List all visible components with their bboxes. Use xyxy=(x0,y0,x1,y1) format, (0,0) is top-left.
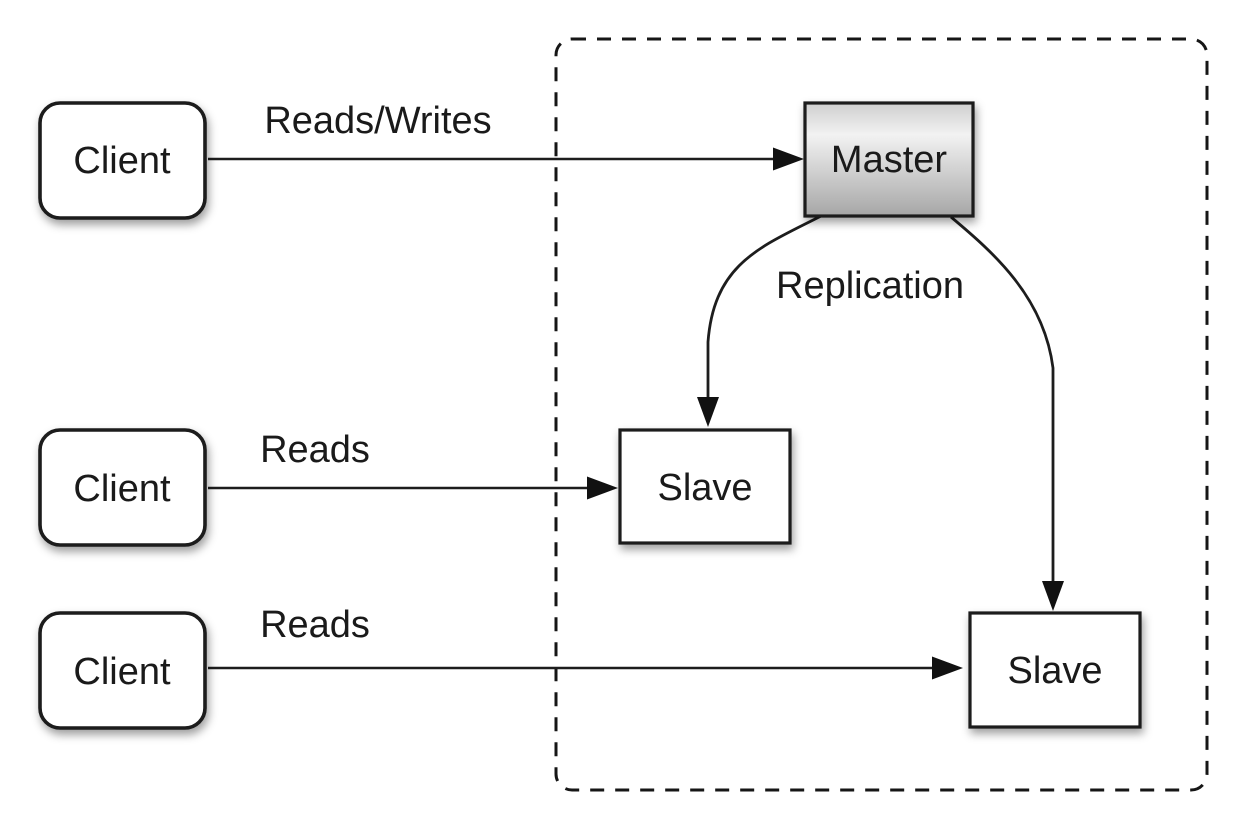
edge-client-top-to-master: Reads/Writes xyxy=(208,100,804,171)
client-bottom-box xyxy=(38,611,207,730)
client-bottom-label: Client xyxy=(73,651,171,693)
client-top-label: Client xyxy=(73,140,171,182)
reads-bottom-arrowhead-icon xyxy=(932,656,963,680)
slave-right-label: Slave xyxy=(1007,650,1102,692)
master-node: Master xyxy=(803,101,975,218)
reads-writes-arrowhead-icon xyxy=(773,147,804,171)
reads-writes-label: Reads/Writes xyxy=(264,100,491,142)
replication-left-arrowhead-icon xyxy=(697,397,719,427)
client-middle-label: Client xyxy=(73,468,171,510)
slave-right-box xyxy=(968,611,1142,729)
client-node-top: Client xyxy=(38,101,207,220)
client-node-bottom: Client xyxy=(38,611,207,730)
replication-curve-left xyxy=(706,214,822,398)
edge-client-middle-to-slave-left: Reads xyxy=(208,429,618,500)
master-label: Master xyxy=(831,139,947,181)
reads-middle-arrowhead-icon xyxy=(587,476,618,500)
reads-bottom-label: Reads xyxy=(260,604,370,646)
replication-label: Replication xyxy=(776,265,964,307)
replication-curve-right xyxy=(950,215,1055,582)
slave-left-label: Slave xyxy=(657,467,752,509)
master-box xyxy=(803,101,975,218)
slave-node-right: Slave xyxy=(968,611,1142,729)
replication-cluster-boundary xyxy=(554,37,1209,792)
slave-left-box xyxy=(618,428,792,545)
edge-master-to-slaves-replication: Replication xyxy=(697,214,1064,611)
edge-client-bottom-to-slave-right: Reads xyxy=(208,604,963,680)
slave-node-left: Slave xyxy=(618,428,792,545)
reads-middle-label: Reads xyxy=(260,429,370,471)
client-node-middle: Client xyxy=(38,428,207,547)
client-middle-box xyxy=(38,428,207,547)
client-top-box xyxy=(38,101,207,220)
replication-right-arrowhead-icon xyxy=(1042,581,1064,611)
